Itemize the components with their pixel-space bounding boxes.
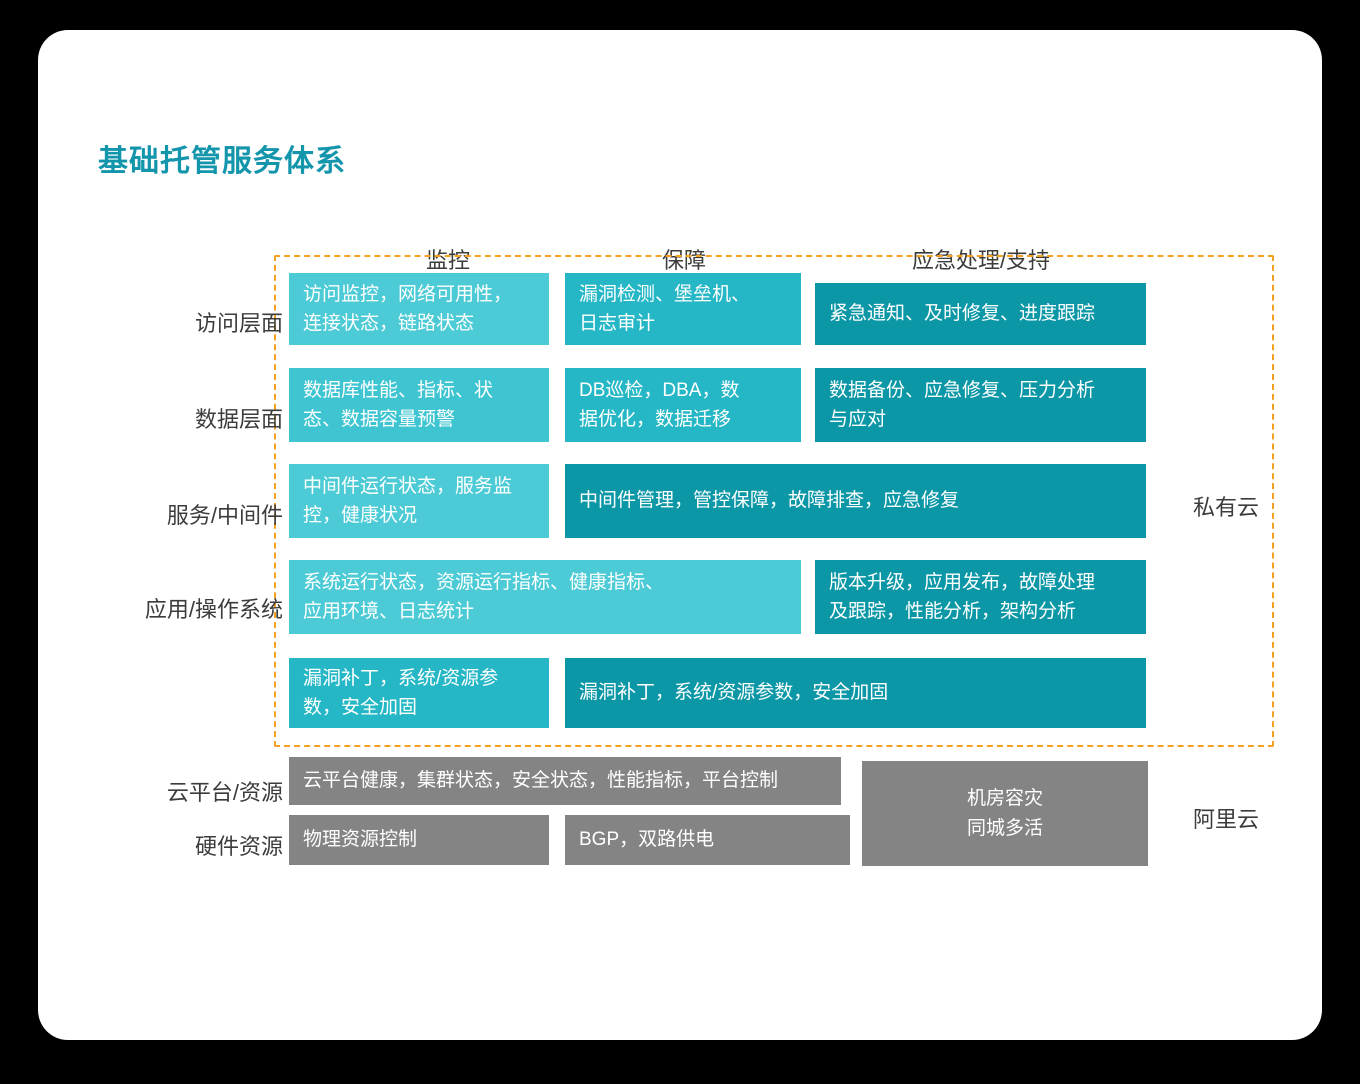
cell-access-assurance[interactable]: 漏洞检测、堡垒机、 日志审计 [565, 273, 801, 345]
cell-line: 物理资源控制 [303, 829, 418, 851]
side-label-private-cloud: 私有云 [1192, 495, 1259, 520]
column-header-monitoring: 监控 [425, 248, 470, 273]
cell-line: 数据备份、应急修复、压力分析 [829, 379, 1096, 401]
column-header-assurance: 保障 [661, 248, 706, 273]
row-label-cloud-platform-resources: 云平台/资源 [166, 780, 283, 805]
cell-line: 态、数据容量预警 [303, 409, 456, 430]
cell-line: 日志审计 [579, 313, 656, 334]
cell-data-monitoring[interactable]: 数据库性能、指标、状 态、数据容量预警 [289, 368, 549, 442]
page-title: 基础托管服务体系 [98, 145, 346, 178]
cell-application-monitoring-assurance[interactable]: 系统运行状态，资源运行指标、健康指标、 应用环境、日志统计 [289, 560, 801, 634]
cell-line: 中间件管理，管控保障，故障排查，应急修复 [579, 490, 960, 512]
cell-middleware-monitoring[interactable]: 中间件运行状态，服务监 控，健康状况 [289, 464, 549, 538]
cell-hardware-monitoring[interactable]: 物理资源控制 [289, 815, 549, 865]
cell-security-monitoring[interactable]: 漏洞补丁，系统/资源参 数，安全加固 [289, 658, 549, 728]
cell-line: 云平台健康，集群状态，安全状态，性能指标，平台控制 [303, 770, 779, 792]
cell-line: BGP，双路供电 [579, 829, 715, 851]
cell-line: DB巡检，DBA，数 [579, 379, 740, 401]
cell-datacenter-disaster-recovery[interactable]: 机房容灾 同城多活 [862, 761, 1148, 866]
cell-hardware-assurance[interactable]: BGP，双路供电 [565, 815, 850, 865]
cell-cloud-platform-monitoring-assurance[interactable]: 云平台健康，集群状态，安全状态，性能指标，平台控制 [289, 757, 841, 805]
cell-line: 及跟踪，性能分析，架构分析 [829, 601, 1077, 622]
cell-application-emergency[interactable]: 版本升级，应用发布，故障处理 及跟踪，性能分析，架构分析 [815, 560, 1146, 634]
content-card: 基础托管服务体系 监控 保障 应急处理/支持 访问层面 数据层面 服务/中间件 … [38, 30, 1322, 1040]
cell-line: 中间件运行状态，服务监 [303, 475, 513, 497]
cell-line: 应用环境、日志统计 [303, 601, 475, 622]
cell-line: 漏洞补丁，系统/资源参 [303, 667, 499, 689]
cell-access-monitoring[interactable]: 访问监控，网络可用性， 连接状态，链路状态 [289, 273, 549, 345]
row-label-hardware-resources: 硬件资源 [194, 834, 283, 859]
cell-line: 据优化，数据迁移 [579, 409, 732, 430]
cell-line: 漏洞补丁，系统/资源参数，安全加固 [579, 682, 889, 704]
cell-line: 漏洞检测、堡垒机、 [579, 283, 751, 305]
cell-line: 版本升级，应用发布，故障处理 [829, 571, 1096, 593]
row-label-access-layer: 访问层面 [194, 311, 283, 336]
row-label-service-middleware: 服务/中间件 [166, 503, 283, 528]
cell-middleware-assurance-emergency[interactable]: 中间件管理，管控保障，故障排查，应急修复 [565, 464, 1146, 538]
private-cloud-boundary [274, 255, 1274, 747]
hosting-service-framework-diagram: 基础托管服务体系 监控 保障 应急处理/支持 访问层面 数据层面 服务/中间件 … [38, 30, 1322, 1040]
cell-line: 与应对 [829, 409, 887, 430]
cell-line: 系统运行状态，资源运行指标、健康指标、 [303, 571, 665, 593]
cell-data-assurance[interactable]: DB巡检，DBA，数 据优化，数据迁移 [565, 368, 801, 442]
cell-line: 数，安全加固 [303, 697, 418, 718]
cell-access-emergency[interactable]: 紧急通知、及时修复、进度跟踪 [815, 283, 1146, 345]
cell-data-emergency[interactable]: 数据备份、应急修复、压力分析 与应对 [815, 368, 1146, 442]
cell-line: 访问监控，网络可用性， [303, 283, 513, 305]
cell-line: 同城多活 [966, 817, 1043, 839]
cell-line: 机房容灾 [966, 788, 1043, 810]
cell-line: 数据库性能、指标、状 [303, 379, 494, 401]
row-label-application-os: 应用/操作系统 [144, 597, 283, 622]
cell-security-assurance-emergency[interactable]: 漏洞补丁，系统/资源参数，安全加固 [565, 658, 1146, 728]
column-header-emergency-support: 应急处理/支持 [911, 248, 1051, 273]
cell-line: 紧急通知、及时修复、进度跟踪 [829, 303, 1096, 325]
cell-line: 连接状态，链路状态 [303, 313, 475, 334]
side-label-alibaba-cloud: 阿里云 [1192, 807, 1259, 832]
cell-line: 控，健康状况 [303, 505, 418, 526]
row-label-data-layer: 数据层面 [194, 407, 283, 432]
